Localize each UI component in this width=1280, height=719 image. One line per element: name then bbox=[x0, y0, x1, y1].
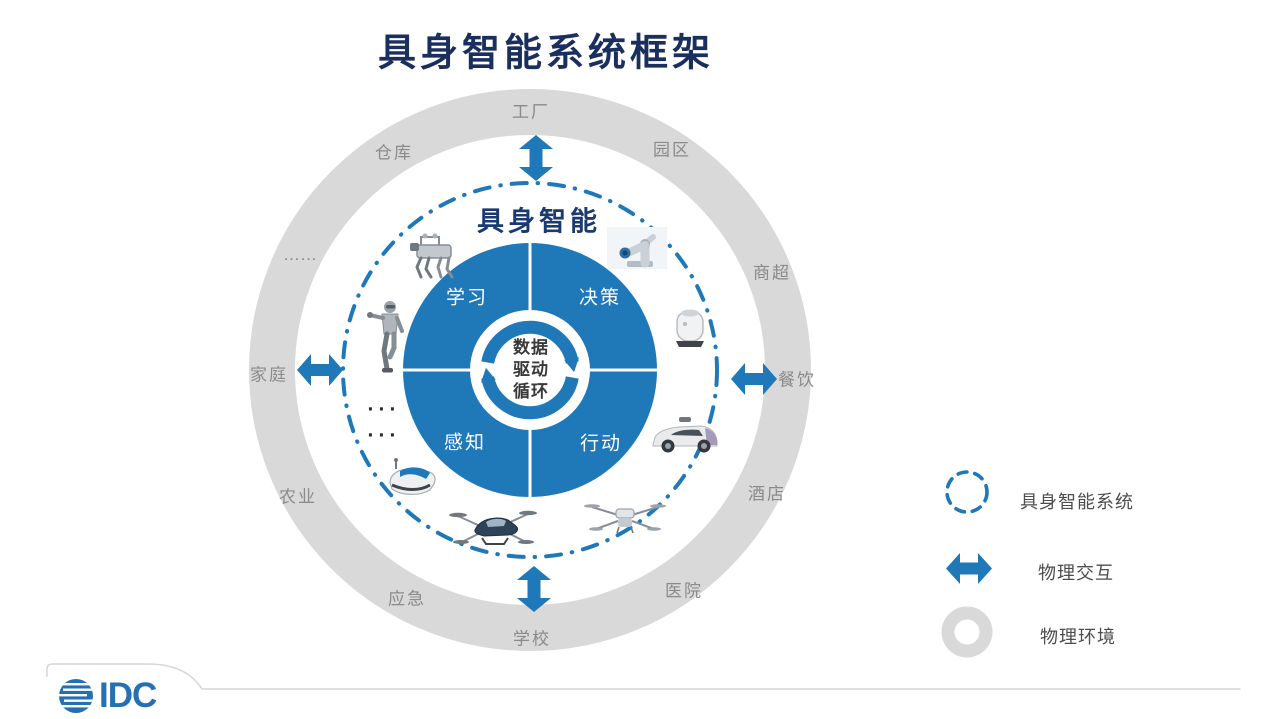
flying-car-icon bbox=[449, 510, 537, 545]
ring-label-hospital: 医院 bbox=[665, 581, 703, 601]
footer-divider-line bbox=[46, 663, 1241, 690]
dashed-circle-icon bbox=[945, 470, 989, 514]
framework-diagram bbox=[249, 89, 811, 651]
idc-logo-text: IDC bbox=[99, 676, 157, 715]
robotic-arm-icon bbox=[607, 227, 667, 269]
more-robots-ellipsis-2: ··· bbox=[367, 424, 401, 447]
double-arrow-left-right-icon-right bbox=[731, 363, 777, 395]
double-arrow-up-down-icon-bottom bbox=[517, 566, 551, 612]
ring-label-warehouse: 仓库 bbox=[375, 143, 413, 163]
quadrant-label-perception: 感知 bbox=[443, 432, 487, 454]
cycle-line-3: 循环 bbox=[513, 382, 549, 401]
physical-environment-ring bbox=[249, 89, 811, 651]
humanoid-robot-icon bbox=[367, 301, 404, 373]
quadrant-label-action: 行动 bbox=[579, 433, 623, 455]
ring-label-home: 家庭 bbox=[250, 365, 288, 385]
double-arrow-up-down-icon-top bbox=[519, 135, 553, 181]
gray-ring-icon bbox=[941, 606, 993, 658]
double-arrow-icon bbox=[946, 553, 992, 584]
quadrant-label-learning: 学习 bbox=[445, 287, 489, 309]
ring-label-emergency: 应急 bbox=[388, 589, 426, 609]
legend-label-physical-interaction: 物理交互 bbox=[1038, 563, 1114, 583]
double-arrow-left-right-icon-left bbox=[297, 354, 343, 386]
idc-globe-icon bbox=[59, 679, 93, 713]
ring-label-agriculture: 农业 bbox=[279, 487, 317, 507]
data-driven-cycle-label: 数据 驱动 循环 bbox=[513, 337, 549, 403]
ring-label-catering: 餐饮 bbox=[778, 370, 816, 390]
ring-label-hotel: 酒店 bbox=[748, 484, 786, 504]
cycle-arrow-bottom bbox=[481, 367, 579, 420]
autonomous-car-icon bbox=[652, 417, 718, 453]
delivery-robot-icon bbox=[389, 458, 436, 495]
agricultural-drone-icon bbox=[584, 504, 666, 534]
quadruped-robot-icon bbox=[410, 233, 454, 279]
legend-label-physical-environment: 物理环境 bbox=[1040, 627, 1116, 647]
ring-label-factory: 工厂 bbox=[512, 102, 550, 122]
ring-label-campus: 园区 bbox=[653, 140, 691, 160]
embodied-intelligence-title: 具身智能 bbox=[477, 206, 601, 237]
quadrant-label-decision: 决策 bbox=[578, 287, 622, 309]
ring-label-school: 学校 bbox=[513, 629, 551, 649]
more-robots-ellipsis-1: ··· bbox=[367, 398, 401, 421]
cycle-arrow-top bbox=[481, 320, 579, 373]
legend-label-embodied-system: 具身智能系统 bbox=[1020, 492, 1134, 512]
page-title: 具身智能系统框架 bbox=[377, 32, 715, 75]
cycle-line-1: 数据 bbox=[513, 338, 549, 357]
ring-label-ellipsis: …… bbox=[283, 245, 317, 264]
ring-label-retail: 商超 bbox=[753, 263, 791, 283]
service-robot-icon bbox=[676, 309, 704, 347]
cycle-line-2: 驱动 bbox=[513, 360, 549, 379]
